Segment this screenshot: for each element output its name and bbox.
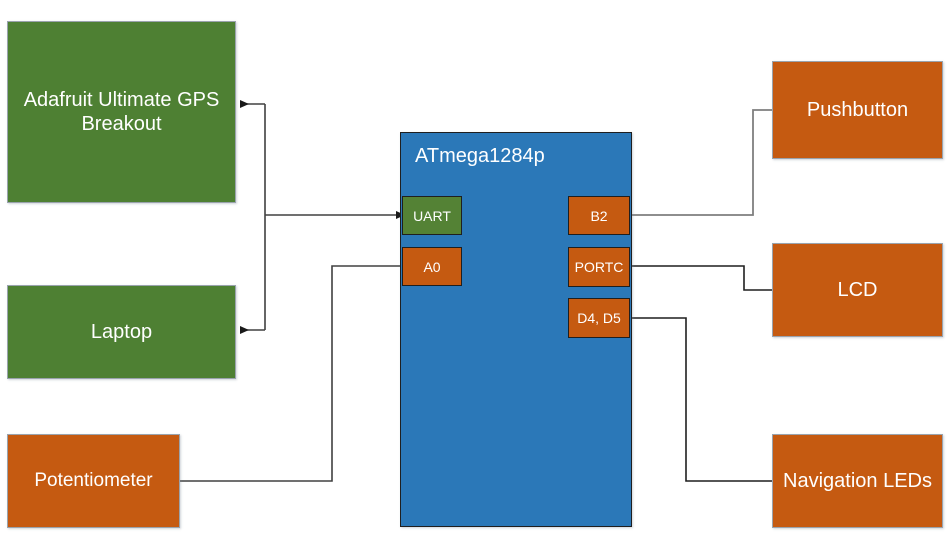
node-gps-breakout-label: Adafruit Ultimate GPS Breakout <box>23 88 220 135</box>
pin-d4-d5-label: D4, D5 <box>577 310 621 326</box>
wire-d4d5-navleds <box>632 317 772 482</box>
pin-uart[interactable]: UART <box>402 196 462 235</box>
pin-uart-label: UART <box>413 207 451 224</box>
node-pushbutton-label: Pushbutton <box>806 98 909 121</box>
pin-b2[interactable]: B2 <box>568 196 630 235</box>
node-gps-breakout[interactable]: Adafruit Ultimate GPS Breakout <box>7 21 236 203</box>
pin-d4-d5[interactable]: D4, D5 <box>568 298 630 338</box>
pin-portc-label: PORTC <box>574 259 624 275</box>
node-laptop-label: Laptop <box>90 320 153 343</box>
node-potentiometer[interactable]: Potentiometer <box>7 434 180 528</box>
pin-a0-label: A0 <box>423 258 441 275</box>
pin-portc[interactable]: PORTC <box>568 247 630 287</box>
node-laptop[interactable]: Laptop <box>7 285 236 379</box>
node-lcd-label: LCD <box>837 278 878 301</box>
node-potentiometer-label: Potentiometer <box>34 470 153 492</box>
node-mcu-title: ATmega1284p <box>415 145 545 167</box>
wire-b2-pushbutton <box>632 109 772 216</box>
node-pushbutton[interactable]: Pushbutton <box>772 61 943 159</box>
node-navigation-leds-label: Navigation LEDs <box>783 469 932 492</box>
node-lcd[interactable]: LCD <box>772 243 943 337</box>
node-navigation-leds[interactable]: Navigation LEDs <box>772 434 943 528</box>
wire-portc-lcd <box>632 265 772 291</box>
pin-a0[interactable]: A0 <box>402 247 462 286</box>
pin-b2-label: B2 <box>590 207 608 224</box>
